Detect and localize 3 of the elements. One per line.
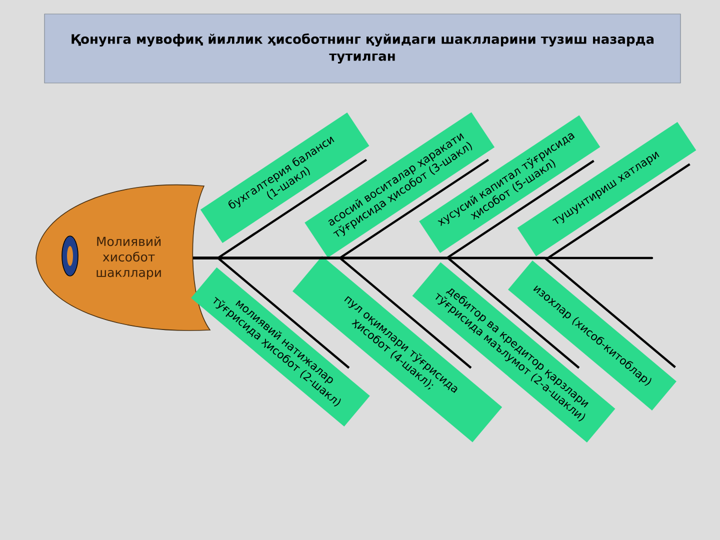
bone-line [193, 256, 676, 368]
fish-head: Молиявий хисобот шакллари [36, 184, 210, 331]
title-banner: Қонунга мувофиқ йиллик ҳисоботнинг қуйидаги шаклларини тузиш назарда тутилган [44, 14, 681, 84]
